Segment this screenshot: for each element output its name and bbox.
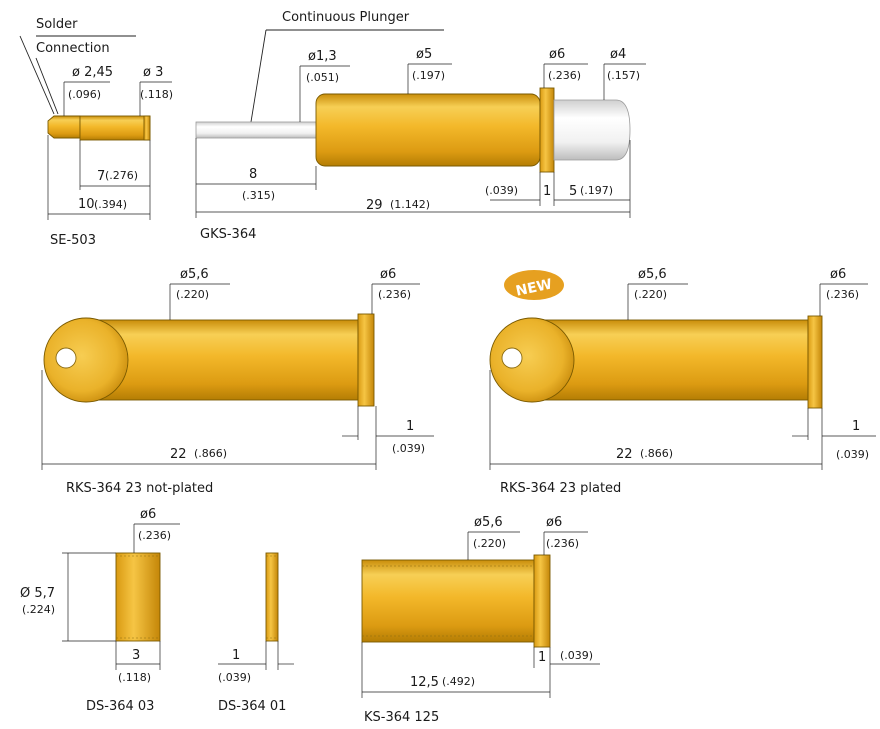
ks-collar (533, 554, 551, 648)
se503-len1-in: (.276) (105, 169, 138, 182)
gks-len-plunger: 8 (249, 167, 257, 182)
ds03-name: DS-364 03 (86, 699, 154, 714)
rks-plated-group: NEW ø5,6 (.220) ø6 (.236) 1 (.039) 22 (.… (489, 267, 876, 496)
gks-d-collar-in: (.236) (548, 69, 581, 82)
se503-d1: ø 2,45 (72, 65, 113, 80)
gks-d-tip-in: (.157) (607, 69, 640, 82)
se503-d2: ø 3 (143, 65, 163, 80)
rks-np-total: 22 (170, 447, 187, 462)
ds36401-group: 1 (.039) DS-364 01 (218, 552, 294, 714)
new-badge-label: NEW (514, 276, 553, 299)
solder-label-2: Connection (36, 41, 110, 56)
rks-p-body (531, 319, 809, 401)
se503-name: SE-503 (50, 233, 96, 248)
ds03-d-side: Ø 5,7 (20, 586, 55, 601)
gks-len-tip: 5 (569, 184, 577, 199)
rks-np-body (85, 319, 359, 401)
new-badge (504, 270, 564, 300)
se503-len2: 10 (78, 197, 95, 212)
se503-len2-in: (.394) (94, 198, 127, 211)
plunger-label: Continuous Plunger (282, 10, 410, 25)
rks-not-plated-group: ø5,6 (.220) ø6 (.236) 1 (.039) 22 (.866)… (41, 267, 434, 496)
gks-total: 29 (366, 198, 383, 213)
ds03-d-outer: ø6 (140, 507, 156, 522)
ks-total-in: (.492) (442, 675, 475, 688)
ks364125-group: ø5,6 (.220) ø6 (.236) 1 (.039) 12,5 (.49… (361, 515, 600, 725)
ks-d-collar-in: (.236) (546, 537, 579, 550)
solder-leader (19, 35, 55, 115)
ks-collar-in: (.039) (560, 649, 593, 662)
ds36403-group: ø6 (.236) Ø 5,7 (.224) 3 (.118) DS-364 0… (20, 507, 180, 714)
rks-np-endface (43, 317, 129, 403)
ds03-len: 3 (132, 648, 140, 663)
gks-name: GKS-364 (200, 227, 256, 242)
gks-len-tip-in: (.197) (580, 184, 613, 197)
rks-np-d-collar: ø6 (380, 267, 396, 282)
ds01-len-in: (.039) (218, 671, 251, 684)
gks-body (315, 93, 541, 167)
rks-np-d-body-in: (.220) (176, 288, 209, 301)
rks-np-hole (55, 347, 77, 369)
ks-d-collar: ø6 (546, 515, 562, 530)
ds01-disc (265, 552, 279, 642)
plunger-leader (249, 29, 267, 129)
gks-len-plunger-in: (.315) (242, 189, 275, 202)
rks-np-total-in: (.866) (194, 447, 227, 460)
ks-collar-len: 1 (538, 650, 546, 665)
ds03-len-in: (.118) (118, 671, 151, 684)
rks-np-d-body: ø5,6 (180, 267, 209, 282)
ds03-d-outer-in: (.236) (138, 529, 171, 542)
rks-np-name: RKS-364 23 not-plated (66, 481, 213, 496)
ks-d-body: ø5,6 (474, 515, 503, 530)
rks-p-total: 22 (616, 447, 633, 462)
ds03-d-side-in: (.224) (22, 603, 55, 616)
gks-total-in: (1.142) (390, 198, 430, 211)
gks-collar (539, 87, 555, 173)
ks-d-body-in: (.220) (473, 537, 506, 550)
gks-d-collar: ø6 (549, 47, 565, 62)
solder-label-1: Solder (36, 17, 78, 32)
gks-plunger (195, 121, 319, 139)
rks-p-name: RKS-364 23 plated (500, 481, 621, 496)
ds03-disc (115, 552, 161, 642)
rks-np-collar-len: 1 (406, 419, 414, 434)
se503-len1: 7 (97, 169, 105, 184)
gks-collar-in: (.039) (485, 184, 518, 197)
se503-d2-in: (.118) (140, 88, 173, 101)
se503-group: Solder Connection ø 2,45 (.096) ø 3 (.11… (19, 17, 173, 248)
ds01-len: 1 (232, 648, 240, 663)
rks-p-collar (807, 315, 823, 409)
rks-np-collar (357, 313, 375, 407)
rks-p-collar-in: (.039) (836, 448, 869, 461)
rks-p-d-collar: ø6 (830, 267, 846, 282)
se503-d1-in: (.096) (68, 88, 101, 101)
gks-collar: 1 (543, 184, 551, 199)
gks-d-plunger: ø1,3 (308, 49, 337, 64)
rks-p-d-collar-in: (.236) (826, 288, 859, 301)
rks-p-endface (489, 317, 575, 403)
rks-np-d-collar-in: (.236) (378, 288, 411, 301)
rks-p-hole (501, 347, 523, 369)
gks-d-tip: ø4 (610, 47, 626, 62)
gks-d-body: ø5 (416, 47, 432, 62)
ks-body (361, 559, 535, 643)
gks-d-body-in: (.197) (412, 69, 445, 82)
gks-d-plunger-in: (.051) (306, 71, 339, 84)
rks-p-d-body-in: (.220) (634, 288, 667, 301)
rks-p-d-body: ø5,6 (638, 267, 667, 282)
rks-p-total-in: (.866) (640, 447, 673, 460)
ks-name: KS-364 125 (364, 710, 439, 725)
gks-tip (553, 99, 631, 161)
ds01-name: DS-364 01 (218, 699, 286, 714)
se503-tip (47, 115, 81, 139)
se503-body (79, 115, 151, 141)
rks-p-collar-len: 1 (852, 419, 860, 434)
gks364-group: Continuous Plunger ø1,3 (.051) ø5 (.197)… (195, 10, 646, 242)
ks-total: 12,5 (410, 675, 439, 690)
rks-np-collar-in: (.039) (392, 442, 425, 455)
